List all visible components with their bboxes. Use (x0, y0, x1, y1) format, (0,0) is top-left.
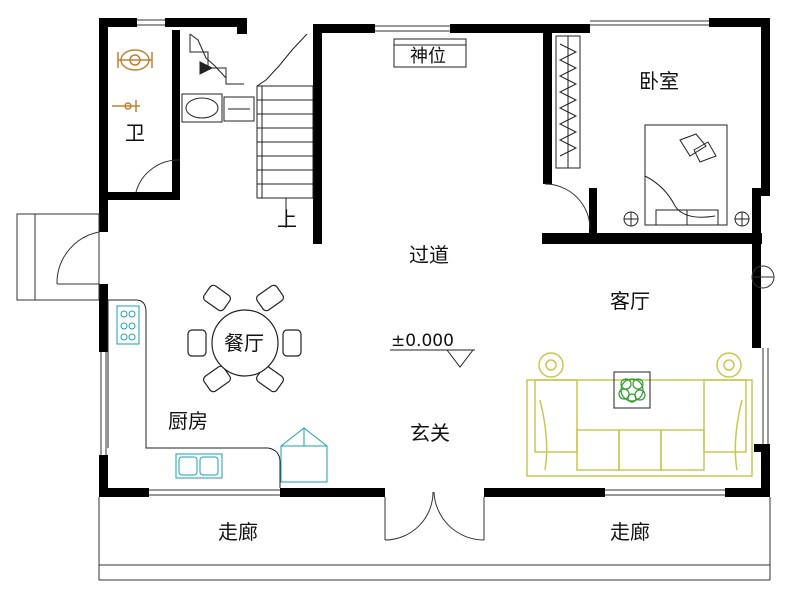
doors (56, 159, 591, 541)
kitchen-label: 厨房 (168, 409, 208, 433)
window-lines (16, 19, 775, 581)
wardrobe (555, 35, 581, 169)
dining-table (187, 284, 302, 393)
corridor-left-label: 走廊 (218, 520, 258, 544)
coffee-table (613, 371, 651, 409)
level-mark: ±0.000 (391, 331, 454, 351)
shrine-table (393, 38, 467, 68)
sofa (526, 352, 753, 477)
hallway-label: 过道 (409, 243, 449, 267)
sink-icon (175, 453, 223, 479)
staircase (189, 33, 314, 228)
washbasin-icon (181, 93, 255, 123)
bed (623, 124, 750, 227)
stairs-up-label: 上 (277, 207, 297, 231)
stove-icon (116, 305, 140, 345)
kitchen-counter (107, 299, 281, 488)
fridge-icon (280, 427, 328, 483)
shower-icon (112, 100, 140, 112)
plant-icon (618, 378, 646, 403)
corridor-right-label: 走廊 (610, 520, 650, 544)
entrance-label: 玄关 (410, 421, 450, 445)
living-room-label: 客厅 (610, 289, 650, 313)
toilet-icon (117, 49, 153, 71)
level-marker (390, 349, 475, 368)
shrine-label: 神位 (410, 46, 446, 67)
dining-room-label: 餐厅 (224, 331, 264, 355)
bedroom-label: 卧室 (639, 69, 679, 93)
bathroom-label: 卫 (125, 121, 145, 145)
